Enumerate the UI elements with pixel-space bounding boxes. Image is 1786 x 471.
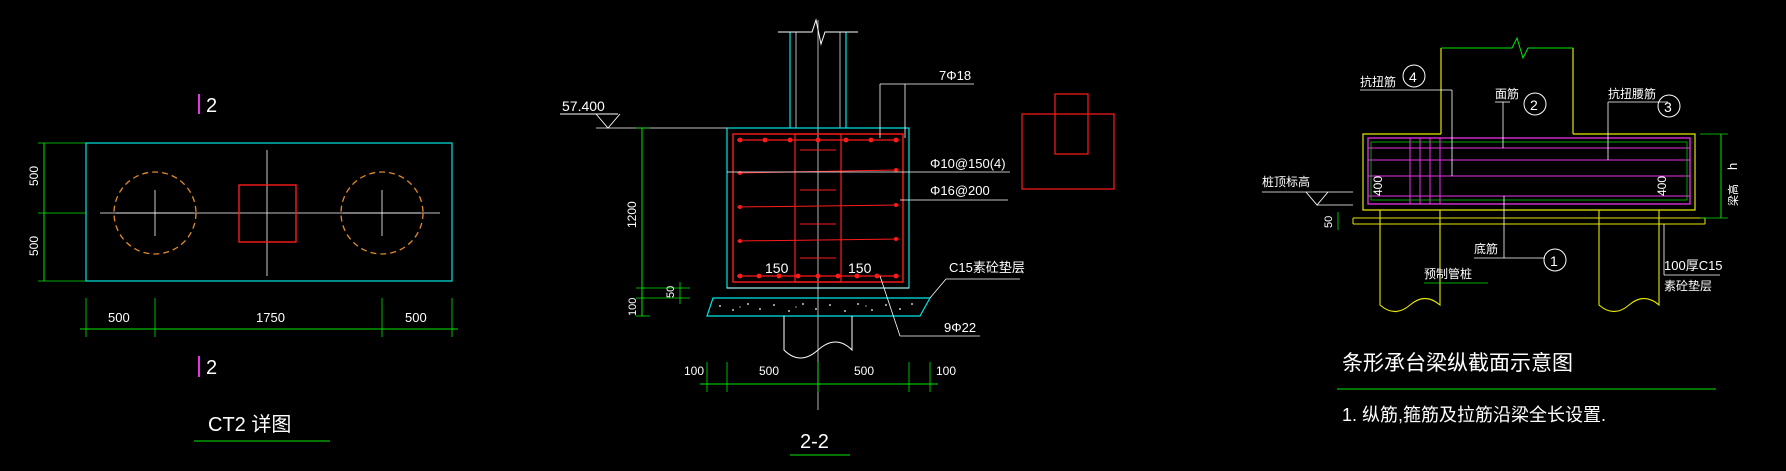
inner-zone [1370, 141, 1688, 201]
cover-right: 150 [848, 260, 872, 276]
pile-right [1598, 210, 1660, 313]
pile-left-circle [113, 171, 197, 255]
stirrups-label: Φ10@150(4) [930, 156, 1006, 171]
dim-mid: 1750 [256, 310, 285, 325]
rebar-line [736, 169, 900, 174]
dim-50-long: 50 [1323, 216, 1335, 228]
section-2-2: 57.400 1200 50 100 7Φ18 Φ10@150(4) Φ16@2… [560, 18, 1025, 456]
elevation-value: 57.400 [562, 98, 605, 114]
dim-right: 500 [405, 310, 427, 325]
longitudinal-section: 抗扭筋 4 面筋 2 抗扭腰筋 3 底筋 1 桩顶标高 50 400 400 [1262, 36, 1740, 425]
dim-500-bottom: 500 [27, 236, 41, 256]
pile-left [1379, 210, 1441, 313]
dim-bottom-4: 100 [936, 364, 956, 378]
dim-h: h [1725, 163, 1740, 170]
longitudinal-note: 1. 纵筋,箍筋及拉筋沿梁全长设置. [1342, 405, 1606, 425]
bedding-label-1: 100厚C15 [1664, 258, 1723, 273]
bedding-label-2: 素砼垫层 [1664, 278, 1712, 293]
stirrup-lines [1409, 138, 1441, 204]
dim-bottom-1: 100 [684, 364, 704, 378]
rebar-cage [1367, 137, 1691, 205]
callout-2-circle [1523, 92, 1547, 116]
dim-100: 100 [627, 298, 639, 316]
dim-left: 500 [108, 310, 130, 325]
callout-1-number: 1 [1550, 253, 1558, 269]
longitudinal-title: 条形承台梁纵截面示意图 [1342, 352, 1573, 375]
dim-bottom-2: 500 [759, 364, 779, 378]
bedding-layer [706, 297, 932, 317]
cover-left: 150 [765, 260, 789, 276]
break-symbol-2 [1441, 36, 1573, 60]
rebar-dots [737, 137, 899, 279]
section-mark-top-number: 2 [206, 95, 217, 117]
top-bars-label: 7Φ18 [939, 68, 971, 83]
side-bars-label: Φ16@200 [930, 183, 990, 198]
detail-inner [1054, 93, 1089, 155]
callout-2-label: 面筋 [1495, 86, 1519, 101]
dim-500-top: 500 [27, 166, 41, 186]
pile-right-circle [340, 171, 424, 255]
leader-line [929, 278, 947, 299]
plan-view-ct2: 2 2 500 500 500 1750 500 CT2 详图 [27, 94, 458, 442]
dim-1200: 1200 [625, 201, 639, 228]
callout-4-circle [1402, 64, 1426, 88]
pile-label: 预制管桩 [1424, 266, 1472, 281]
callout-4-label: 抗扭筋 [1360, 74, 1396, 89]
dim-400-right: 400 [1655, 176, 1669, 196]
beam-outline [1362, 133, 1696, 211]
bottom-bars-label: 9Φ22 [944, 320, 976, 335]
callout-2-number: 2 [1530, 97, 1538, 113]
callout-1-circle [1543, 248, 1567, 272]
dim-50: 50 [665, 286, 677, 298]
column-square [238, 184, 297, 243]
callout-3-number: 3 [1664, 99, 1672, 115]
inner-stirrup [794, 133, 842, 283]
leader-line [879, 275, 901, 337]
pile-top-label: 桩顶标高 [1262, 174, 1310, 189]
column-detail-small [1021, 93, 1115, 190]
callout-4-number: 4 [1409, 69, 1417, 85]
cap-outline [85, 142, 453, 282]
callout-3-circle [1657, 94, 1681, 118]
break-symbol [778, 18, 858, 46]
pile-below [783, 316, 853, 359]
plan-title: CT2 详图 [208, 413, 291, 436]
callout-3-label: 抗扭腰筋 [1608, 86, 1656, 101]
section-title: 2-2 [800, 431, 829, 453]
rebar-line [736, 238, 900, 242]
bedding-label: C15素砼垫层 [949, 260, 1025, 275]
bedding-hatch [719, 303, 913, 312]
detail-outer [1021, 113, 1115, 190]
dim-bottom-3: 500 [854, 364, 874, 378]
rebar-line [736, 204, 900, 208]
section-mark-bottom-number: 2 [206, 357, 217, 379]
dim-h-note: 梁高 [1726, 184, 1740, 206]
dim-400-left: 400 [1371, 176, 1385, 196]
callout-1-label: 底筋 [1474, 241, 1498, 256]
